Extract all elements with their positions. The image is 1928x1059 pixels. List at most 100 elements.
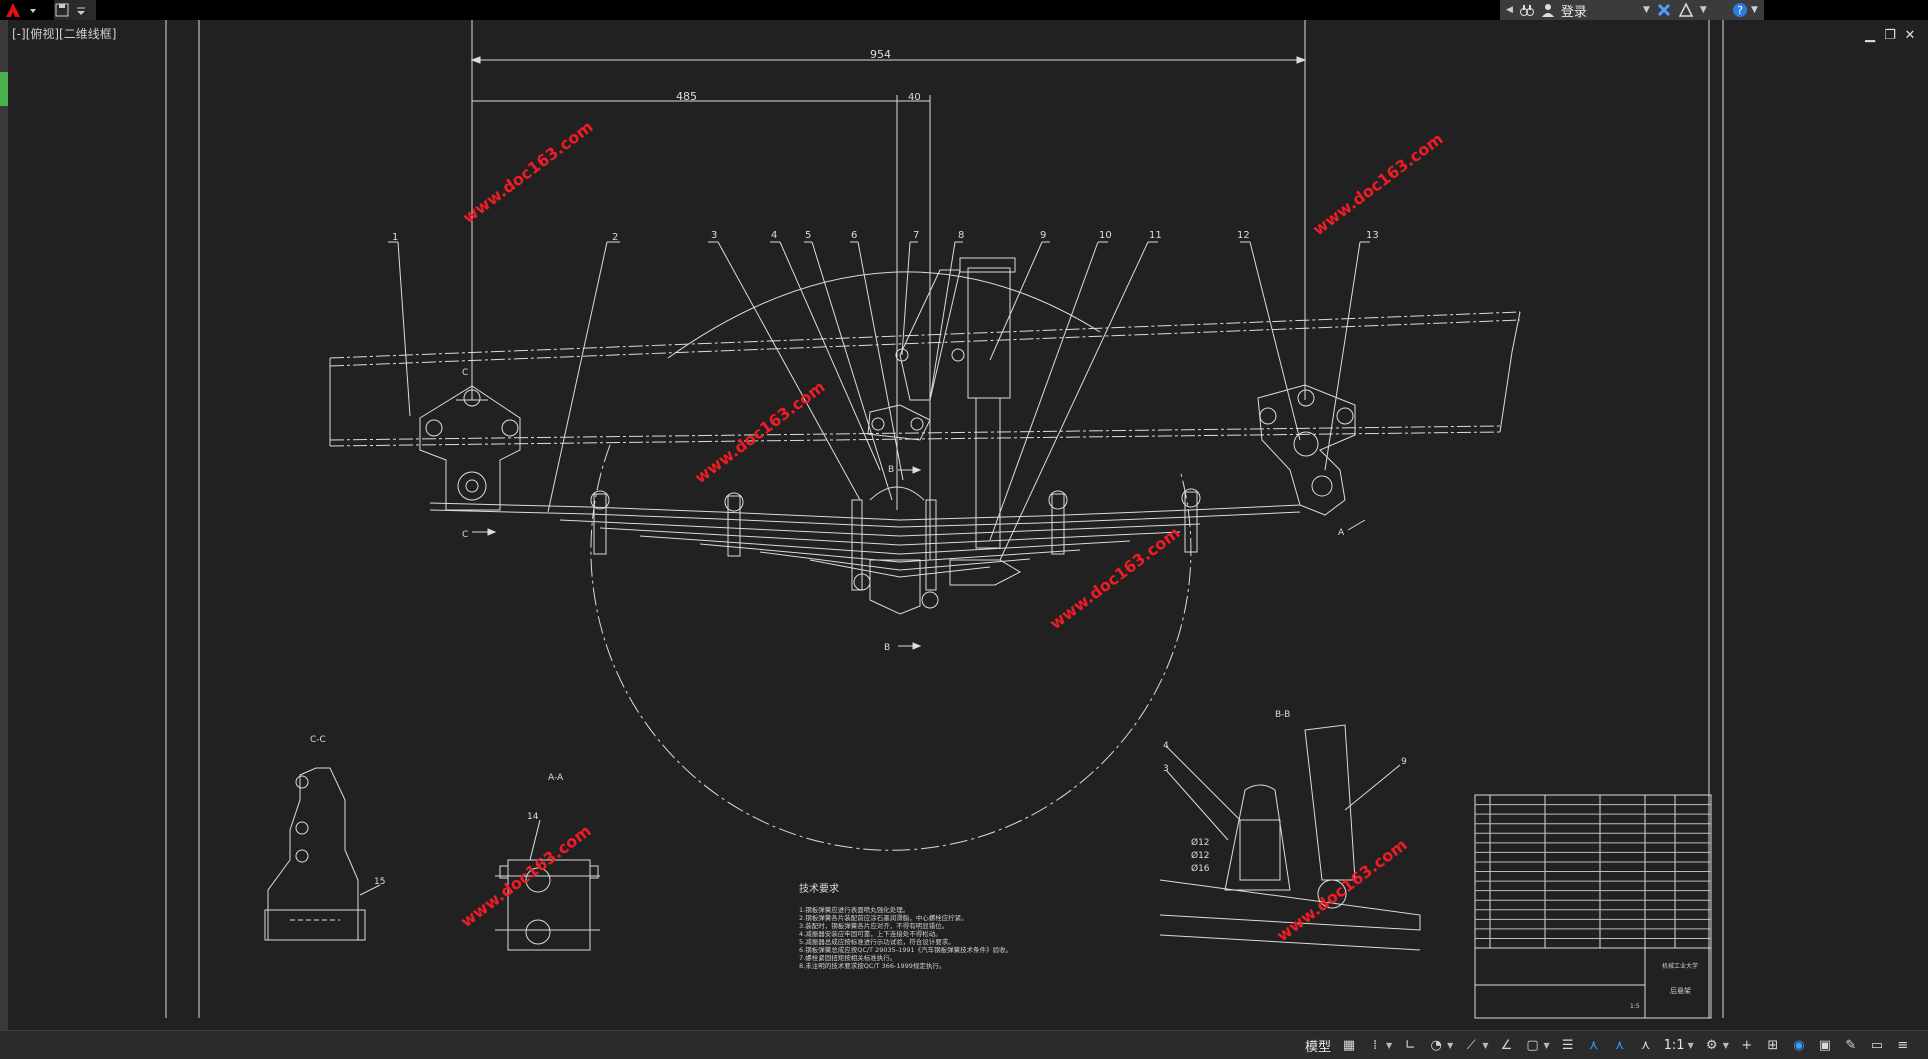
leader-9: 9 — [1040, 230, 1046, 241]
login-button[interactable]: 登录 — [1560, 4, 1587, 20]
leader-1: 1 — [392, 232, 398, 243]
a360-dropdown-icon[interactable]: ▼ — [1699, 5, 1707, 15]
section-mark-c-bottom: C — [462, 530, 468, 540]
model-space-button[interactable]: 模型 — [1305, 1039, 1332, 1055]
dim-485: 485 — [676, 90, 697, 103]
user-icon — [1541, 4, 1554, 17]
units-icon[interactable]: ⊞ — [1767, 1037, 1779, 1053]
object-snap-dropdown-icon[interactable]: ▼ — [1543, 1040, 1550, 1050]
snap-dropdown-icon[interactable]: ▼ — [1386, 1040, 1393, 1050]
status-bar: 模型 ▦ ⁞ ▼ ∟ ◔ ▼ ⟋ ▼ ∠ ▢ ▼ ☰ ⋏ ⋏ ⋏ 1:1 ▼ ⚙… — [0, 1030, 1928, 1059]
leader-5: 5 — [805, 230, 811, 241]
leader-13: 13 — [1366, 230, 1379, 241]
chevron-down-icon — [30, 9, 36, 13]
object-snap-icon[interactable]: ▢ — [1526, 1037, 1539, 1053]
leader-6: 6 — [851, 230, 857, 241]
object-snap-tracking-icon[interactable]: ∠ — [1500, 1037, 1513, 1053]
annotation-scale-dropdown-icon[interactable]: ▼ — [1687, 1040, 1694, 1050]
shock-absorber — [867, 257, 1022, 586]
a360-icon[interactable] — [1678, 2, 1694, 18]
customize-dropdown-icon[interactable] — [73, 2, 89, 18]
tech-line: 4.减振器安装应牢固可靠，上下连接处不得松动。 — [799, 929, 942, 938]
diameter-2: Ø12 — [1191, 850, 1210, 861]
tech-line: 3.装配时，钢板弹簧各片应对齐，不得有明显错位。 — [799, 921, 948, 930]
status-bar-tools: 模型 ▦ ⁞ ▼ ∟ ◔ ▼ ⟋ ▼ ∠ ▢ ▼ ☰ ⋏ ⋏ ⋏ 1:1 ▼ ⚙… — [1305, 1033, 1911, 1057]
tech-line: 7.螺栓紧固扭矩按相关标准执行。 — [799, 953, 896, 962]
close-icon[interactable]: ✕ — [1904, 28, 1916, 43]
customization-menu-icon[interactable]: ≡ — [1897, 1037, 1909, 1053]
save-icon[interactable] — [54, 2, 70, 18]
section-mark-c-top: C — [462, 368, 468, 378]
section-bb-title: B-B — [1275, 710, 1290, 720]
application-menu-button[interactable] — [0, 0, 46, 20]
section-cc-leader-15: 15 — [374, 877, 385, 887]
leader-11: 11 — [1149, 230, 1162, 241]
infocenter-bar: ◀ 登录 ▼ ▼ — [1500, 0, 1764, 20]
quick-properties-icon[interactable]: ✎ — [1845, 1037, 1857, 1053]
annotation-autoscale-icon[interactable]: ⋏ — [1614, 1037, 1625, 1053]
viewport-controls-label[interactable]: [-][俯视][二维线框] — [12, 27, 117, 41]
annotation-monitor-icon[interactable]: + — [1741, 1037, 1753, 1053]
snap-icon[interactable]: ⁞ — [1372, 1037, 1378, 1053]
title-block-school: 机械工业大学 — [1662, 962, 1698, 970]
help-icon[interactable]: ? — [1732, 2, 1748, 18]
section-bb-view: Ø12 Ø12 Ø16 — [1159, 724, 1421, 951]
title-bar: ◀ 登录 ▼ ▼ ? ▼ — [0, 0, 1928, 20]
section-cc-view — [264, 767, 381, 941]
caret-left-icon[interactable]: ◀ — [1506, 5, 1513, 15]
section-mark-b-bottom: B — [884, 643, 890, 653]
drawing-canvas[interactable]: 954 485 40 — [0, 20, 1928, 1030]
exchange-apps-icon[interactable] — [1656, 2, 1672, 18]
quick-access-toolbar — [54, 0, 96, 20]
dim-40: 40 — [908, 92, 921, 103]
ortho-icon[interactable]: ∟ — [1404, 1037, 1416, 1053]
binoculars-icon[interactable] — [1519, 2, 1535, 18]
isodraft-dropdown-icon[interactable]: ▼ — [1482, 1040, 1489, 1050]
help-group: ? ▼ — [1728, 0, 1764, 20]
lineweight-icon[interactable]: ☰ — [1561, 1037, 1574, 1053]
isolate-objects-icon[interactable]: ▣ — [1818, 1037, 1832, 1053]
minimize-icon[interactable]: ▁ — [1865, 28, 1875, 43]
tech-requirements-title: 技术要求 — [799, 882, 839, 895]
annotation-visibility-icon[interactable]: ⋏ — [1588, 1037, 1599, 1053]
hardware-acceleration-icon[interactable]: ◉ — [1793, 1037, 1805, 1053]
autocad-logo-icon — [6, 3, 20, 17]
front-bracket — [419, 385, 521, 511]
diameter-3: Ø16 — [1191, 863, 1210, 874]
section-bb-leader-4: 4 — [1163, 741, 1169, 751]
rear-shackle — [1257, 384, 1356, 516]
left-panel-edge — [0, 20, 8, 1030]
grid-icon[interactable]: ▦ — [1342, 1037, 1356, 1053]
annotation-scale-icon[interactable]: ⋏ — [1640, 1037, 1651, 1053]
section-cc-title: C-C — [310, 735, 326, 745]
section-bb-leader-9: 9 — [1401, 757, 1407, 767]
watermark: www.doc163.com — [459, 117, 597, 227]
annotation-scale-value[interactable]: 1:1 — [1663, 1037, 1685, 1053]
leader-10: 10 — [1099, 230, 1112, 241]
dim-954: 954 — [870, 48, 891, 61]
watermark: www.doc163.com — [1309, 129, 1447, 239]
panel-tab[interactable] — [0, 72, 8, 106]
watermark: www.doc163.com — [1046, 523, 1184, 633]
isodraft-icon[interactable]: ⟋ — [1466, 1037, 1476, 1053]
tech-line: 5.减振器总成应按标准进行示功试验，符合设计要求。 — [799, 937, 955, 946]
section-mark-b-top: B — [888, 465, 894, 475]
clean-screen-icon[interactable]: ▭ — [1870, 1037, 1884, 1053]
polar-dropdown-icon[interactable]: ▼ — [1447, 1040, 1454, 1050]
workspace-dropdown-icon[interactable]: ▼ — [1722, 1040, 1729, 1050]
section-aa-view — [495, 819, 600, 951]
workspace-gear-icon[interactable]: ⚙ — [1705, 1037, 1718, 1053]
login-dropdown-icon[interactable]: ▼ — [1642, 5, 1650, 15]
leader-12: 12 — [1237, 230, 1250, 241]
leader-2: 2 — [612, 232, 618, 243]
help-dropdown-icon[interactable]: ▼ — [1751, 5, 1758, 15]
tech-line: 1.钢板弹簧应进行表面喷丸强化处理。 — [799, 905, 909, 914]
section-aa-title: A-A — [548, 773, 564, 783]
leader-7: 7 — [913, 230, 919, 241]
restore-icon[interactable]: ❐ — [1884, 28, 1896, 43]
tech-line: 2.钢板弹簧各片装配前应涂石墨润滑脂，中心螺栓应拧紧。 — [799, 913, 968, 922]
section-aa-leader-14: 14 — [527, 812, 539, 822]
leader-4: 4 — [771, 230, 777, 241]
polar-icon[interactable]: ◔ — [1430, 1037, 1442, 1053]
leader-8: 8 — [958, 230, 964, 241]
